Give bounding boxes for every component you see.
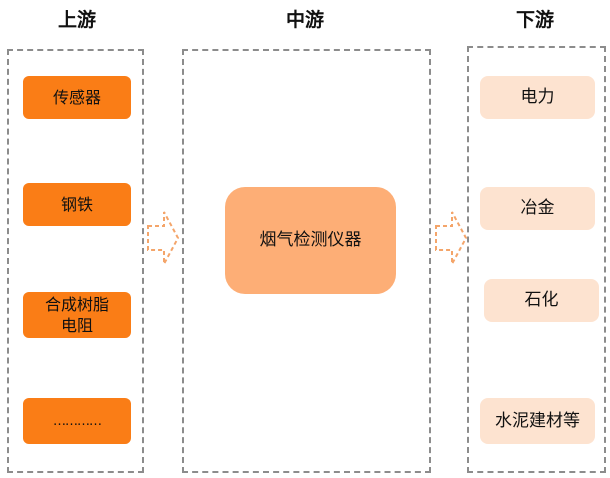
midstream-item-flue-gas-analyzer: 烟气检测仪器 xyxy=(225,187,396,294)
midstream-column xyxy=(182,49,431,473)
upstream-column xyxy=(7,49,144,473)
downstream-item-metallurgy: 冶金 xyxy=(480,187,595,230)
arrow-icon-midstream-to-downstream xyxy=(435,211,468,265)
downstream-item-cement-building-materials: 水泥建材等 xyxy=(480,398,595,444)
upstream-item-ellipsis: ………… xyxy=(23,398,131,444)
upstream-item-steel: 钢铁 xyxy=(23,183,131,226)
downstream-item-petrochemical: 石化 xyxy=(484,279,599,322)
upstream-item-sensor: 传感器 xyxy=(23,76,131,119)
upstream-item-resin-resistor: 合成树脂 电阻 xyxy=(23,292,131,338)
upstream-title: 上游 xyxy=(57,9,96,31)
downstream-column xyxy=(467,46,606,473)
downstream-item-power: 电力 xyxy=(480,76,595,119)
arrow-icon-upstream-to-midstream xyxy=(147,211,180,265)
midstream-title: 中游 xyxy=(285,9,324,31)
downstream-title: 下游 xyxy=(515,9,554,31)
